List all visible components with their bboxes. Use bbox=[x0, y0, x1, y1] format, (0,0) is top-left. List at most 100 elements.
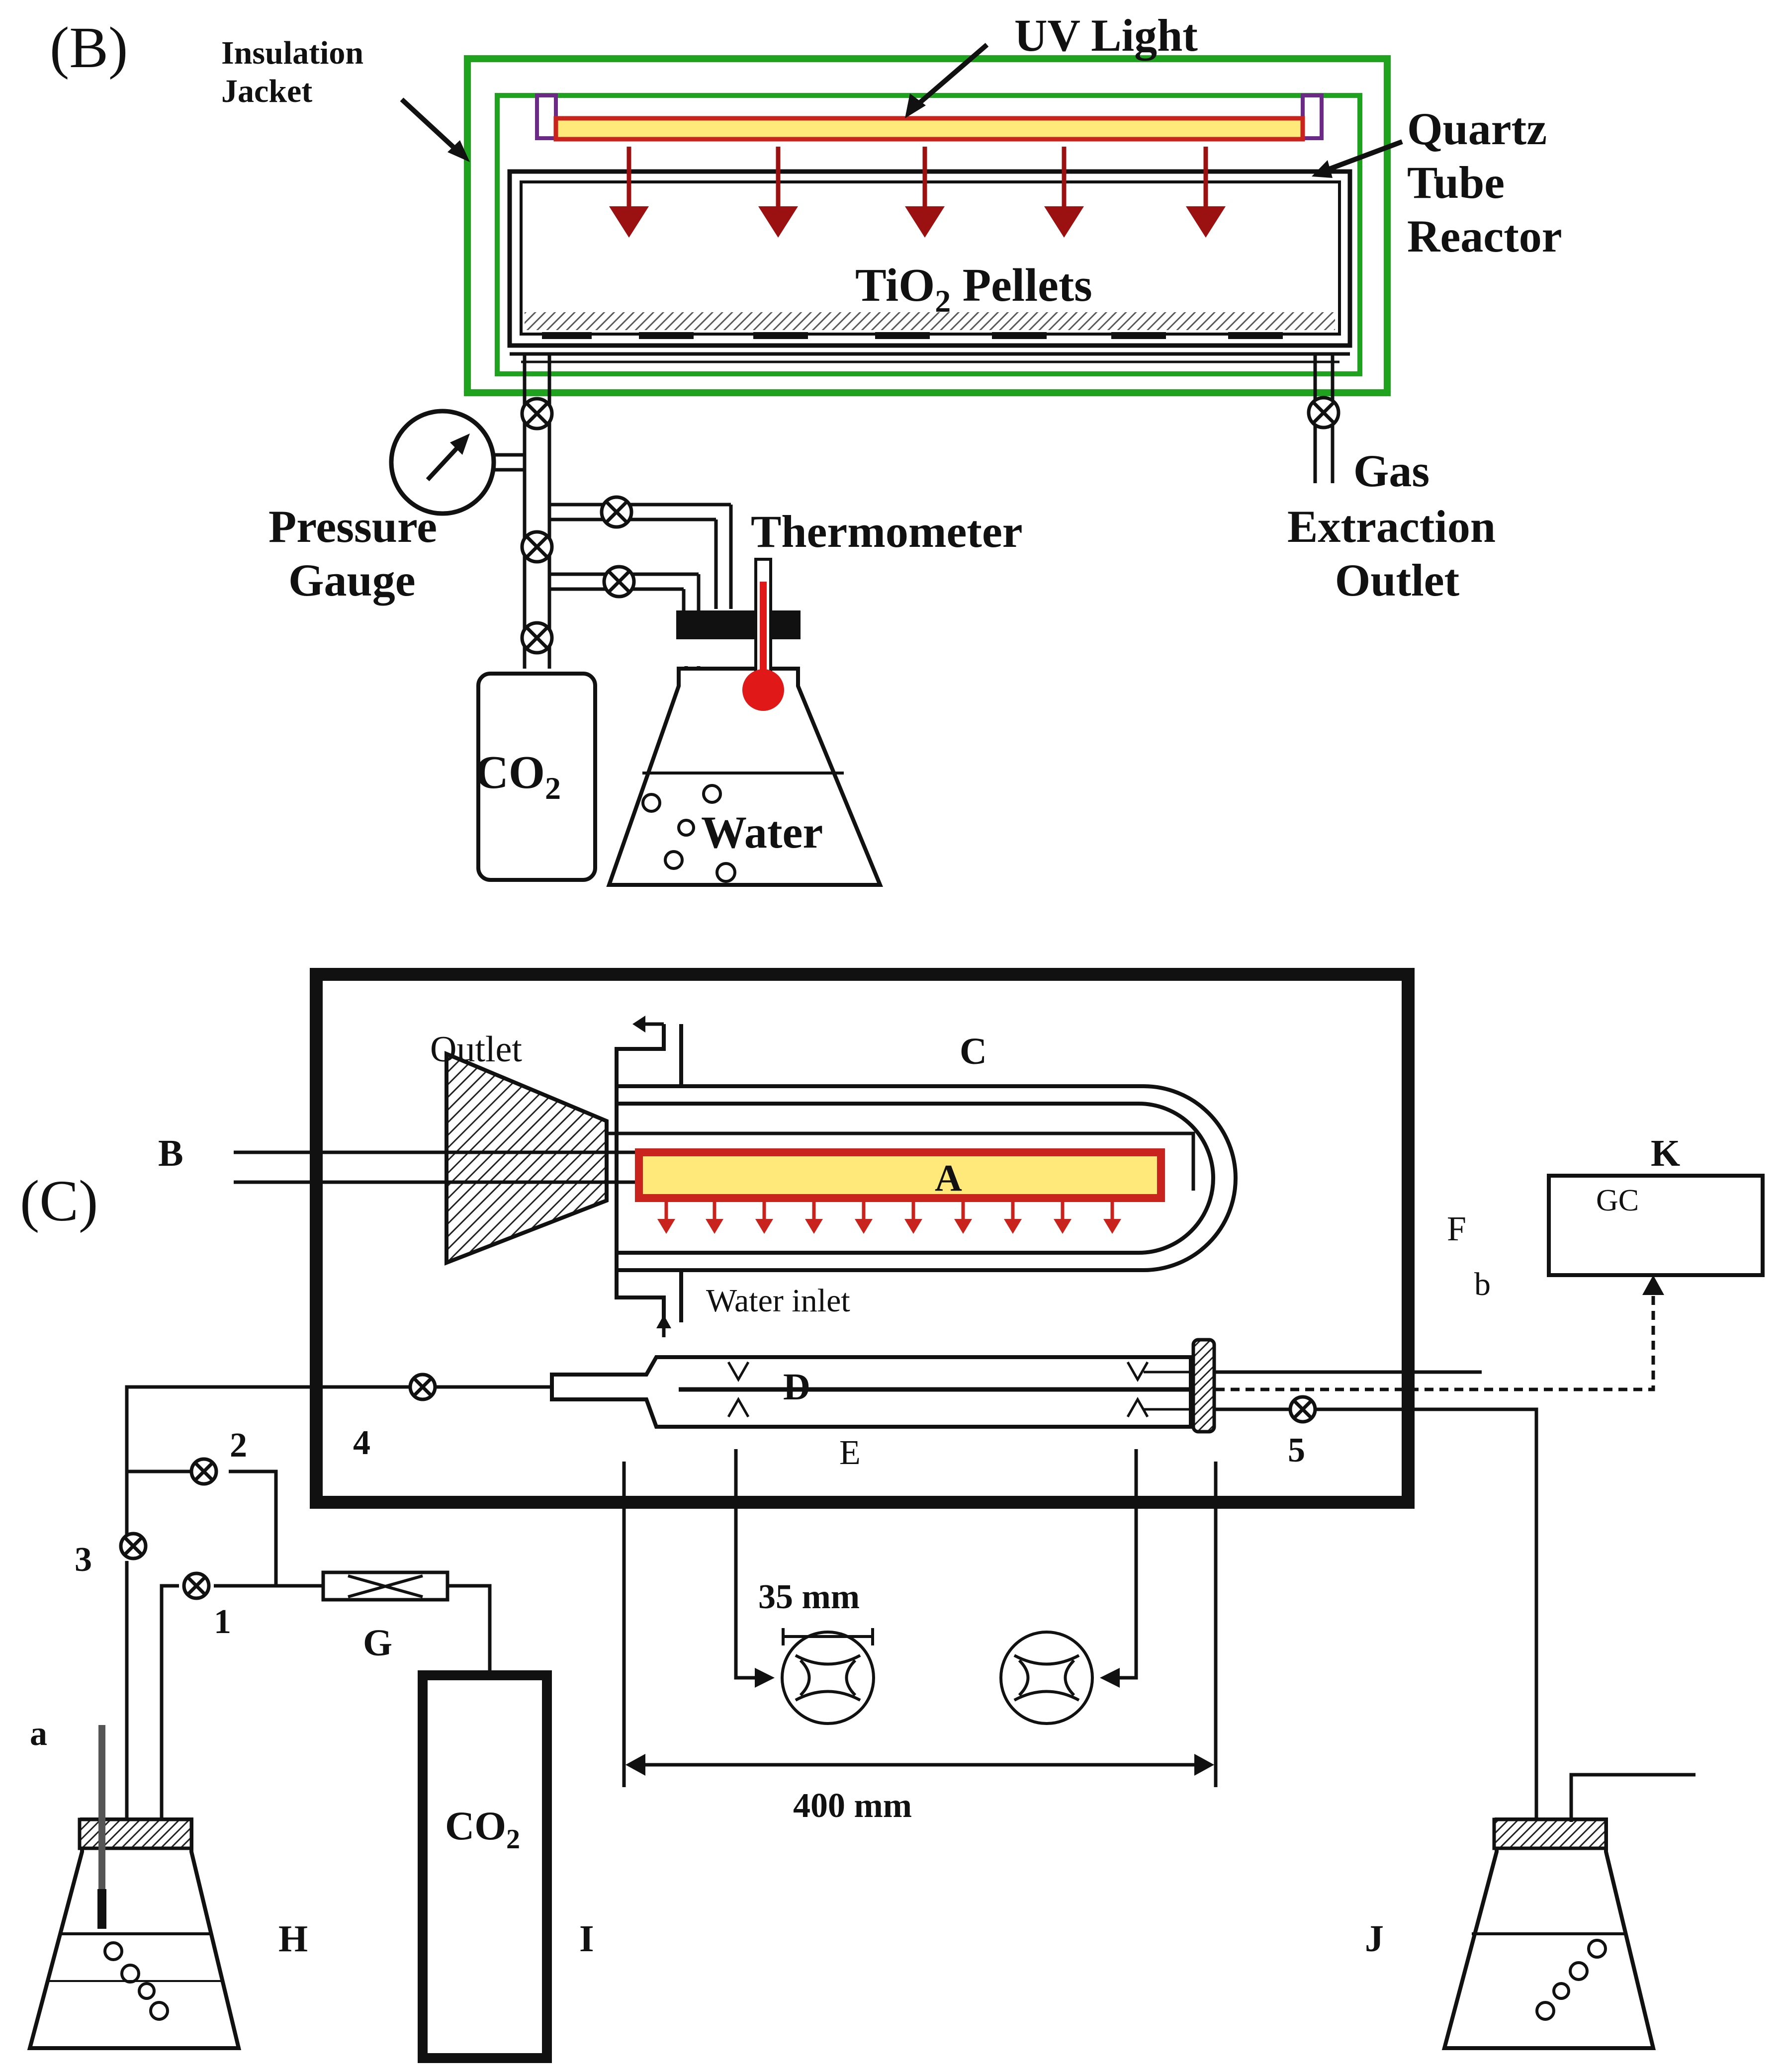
water-label: Water bbox=[701, 807, 823, 858]
valve-icon bbox=[1288, 1395, 1317, 1424]
quartz-tube-outer bbox=[507, 169, 1352, 348]
water-inlet-label: Water inlet bbox=[706, 1283, 850, 1319]
flask-j-vent bbox=[1569, 1773, 1696, 1822]
co2-cylinder-label: CO2 bbox=[475, 747, 561, 806]
flask-j-stopper bbox=[1492, 1817, 1608, 1850]
pressure-gauge-needle bbox=[426, 443, 462, 482]
cooling-jacket-outer bbox=[617, 1084, 1238, 1272]
uv-lamp-end-left bbox=[535, 93, 558, 140]
insulation-jacket-label: Insulation Jacket bbox=[221, 35, 372, 109]
valve-icon bbox=[520, 530, 554, 564]
thermometer-label: Thermometer bbox=[751, 506, 1023, 557]
bubbles bbox=[641, 784, 736, 883]
valve-icon bbox=[189, 1457, 218, 1486]
num-5-label: 5 bbox=[1288, 1431, 1305, 1469]
valve-icon bbox=[600, 495, 633, 529]
insulation-jacket-pointer bbox=[400, 97, 462, 155]
letter-b-label: B bbox=[158, 1132, 183, 1174]
letter-k-label: K bbox=[1651, 1132, 1680, 1174]
pellet-bed bbox=[525, 312, 1335, 330]
dimension-lines bbox=[622, 1449, 1218, 1787]
co2-cylinder bbox=[418, 1670, 552, 2063]
quartz-tube-inner bbox=[520, 180, 1341, 336]
pressure-gauge-label: Pressure Gauge bbox=[268, 501, 448, 605]
quartz-tube-arrowhead bbox=[1312, 160, 1333, 178]
letter-h-label: H bbox=[278, 1918, 308, 1960]
num-4-label: 4 bbox=[353, 1424, 370, 1462]
valve-icon bbox=[520, 397, 554, 431]
jacket-neck bbox=[615, 1024, 683, 1322]
uv-lamp-end-right bbox=[1301, 93, 1324, 140]
panel-c-label: (C) bbox=[20, 1168, 98, 1233]
bubbles bbox=[103, 1941, 169, 2021]
letter-f-label: F bbox=[1447, 1210, 1466, 1248]
catalyst-disc-icon bbox=[999, 1631, 1094, 1725]
uv-light-pointer bbox=[913, 43, 989, 109]
panel-b-label: (B) bbox=[50, 15, 128, 80]
uv-arrows bbox=[609, 147, 1226, 238]
flow-meter-icon bbox=[348, 1574, 423, 1598]
quartz-tube-reactor-label: Quartz Tube Reactor bbox=[1407, 103, 1562, 261]
reactor-chamber bbox=[310, 968, 1415, 1509]
end-cap bbox=[1191, 1338, 1216, 1434]
insulation-jacket bbox=[464, 55, 1391, 396]
valve-icon bbox=[119, 1532, 148, 1560]
uv-light-label: UV Light bbox=[1014, 10, 1198, 61]
quartz-reactor-tube bbox=[550, 1355, 1193, 1429]
water-inlet-arrowhead bbox=[656, 1315, 671, 1328]
valve-icon bbox=[408, 1373, 437, 1401]
flask-h-stopper bbox=[78, 1817, 193, 1850]
flask-stopper bbox=[676, 610, 801, 639]
gas-lines bbox=[125, 1370, 1538, 1984]
letter-a-label: A bbox=[935, 1157, 962, 1199]
outlet-label: Outlet bbox=[430, 1029, 522, 1070]
gc-label: GC bbox=[1596, 1184, 1639, 1217]
catalyst-disc-icon bbox=[781, 1628, 875, 1725]
letter-c-label: C bbox=[960, 1031, 987, 1072]
num-3-label: 3 bbox=[75, 1541, 92, 1579]
letter-j-label: J bbox=[1365, 1918, 1384, 1960]
disc-arrowhead-left bbox=[755, 1668, 775, 1688]
letter-i-label: I bbox=[579, 1918, 594, 1960]
lamp-stopper bbox=[445, 1050, 609, 1266]
uv-lamp-a bbox=[635, 1148, 1165, 1202]
dim-400-arrowhead-left bbox=[625, 1754, 645, 1776]
water-flask bbox=[606, 667, 883, 887]
dim-400-label: 400 mm bbox=[793, 1787, 912, 1825]
lamp-leads bbox=[234, 1150, 639, 1184]
gc-sampling-arrowhead bbox=[1642, 1275, 1664, 1295]
uv-light-arrowhead bbox=[905, 93, 926, 118]
num-2-label: 2 bbox=[230, 1426, 247, 1465]
cooling-jacket-inner bbox=[617, 1102, 1215, 1255]
lower-b-label: b bbox=[1474, 1266, 1491, 1302]
outlet-arrowhead bbox=[632, 1016, 645, 1033]
letter-e-label: E bbox=[839, 1434, 861, 1472]
panel-b: (B) Insulation Jacket UV Light Quartz Tu… bbox=[50, 10, 1562, 887]
quartz-tube-pointer bbox=[1322, 139, 1403, 174]
co2-cylinder bbox=[476, 672, 597, 882]
valve-icon bbox=[520, 621, 554, 655]
dim-400-arrowhead-right bbox=[1194, 1754, 1214, 1776]
uv-arrows bbox=[657, 1199, 1121, 1234]
lower-a-label: a bbox=[30, 1715, 47, 1753]
bubbles bbox=[1535, 1939, 1607, 2021]
pellet-supports bbox=[542, 332, 1283, 339]
lamp-well bbox=[604, 1131, 1195, 1191]
gas-extraction-outlet-label: Gas Extraction Outlet bbox=[1287, 445, 1507, 605]
letter-g-label: G bbox=[363, 1622, 392, 1664]
catalyst-discs bbox=[727, 1361, 1149, 1418]
tio2-pellets-label: TiO2 Pellets bbox=[855, 259, 1092, 319]
valve-icon bbox=[1307, 396, 1340, 430]
thermometer-bulb bbox=[742, 669, 784, 711]
panel-c: (C) A bbox=[20, 968, 1765, 2063]
insulation-jacket-arrowhead bbox=[447, 140, 470, 162]
gc-instrument bbox=[1547, 1174, 1765, 1277]
valve-icon bbox=[182, 1571, 211, 1600]
num-1-label: 1 bbox=[214, 1603, 231, 1641]
co2-cylinder-label: CO2 bbox=[445, 1803, 520, 1855]
letter-d-label: D bbox=[783, 1366, 810, 1408]
dim-35-label: 35 mm bbox=[758, 1578, 860, 1616]
disc-arrowhead-right bbox=[1100, 1668, 1120, 1688]
pressure-gauge-needle-tip bbox=[450, 433, 470, 455]
